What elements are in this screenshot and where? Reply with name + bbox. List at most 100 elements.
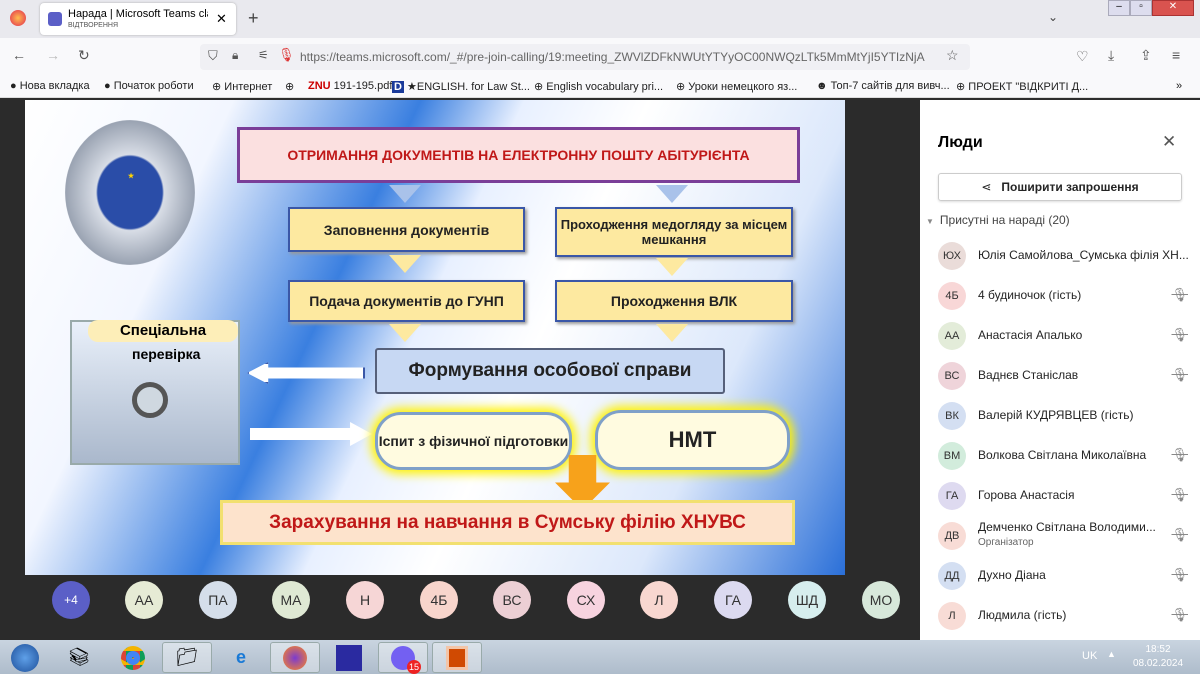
attendees-section-toggle[interactable]: ▼Присутні на нараді (20): [926, 213, 1070, 227]
pocket-icon[interactable]: ♡: [1076, 48, 1089, 64]
firefox-icon: [10, 10, 26, 26]
close-panel-icon[interactable]: ✕: [1162, 132, 1177, 151]
tab-teams[interactable]: Нарада | Microsoft Teams classic ВІДТВОР…: [40, 3, 236, 35]
close-window-button[interactable]: ✕: [1152, 0, 1194, 16]
arrow-down: [389, 255, 421, 273]
arrow-down: [656, 258, 688, 276]
internet-explorer-icon[interactable]: e: [235, 647, 246, 667]
arrow-down: [389, 324, 421, 342]
firefox-taskbar-icon[interactable]: [270, 642, 320, 673]
close-tab-icon[interactable]: ✕: [216, 11, 227, 26]
restore-button[interactable]: ▫: [1130, 0, 1152, 16]
share-icon: ⋖: [981, 180, 992, 194]
microphone-icon[interactable]: 🎙︎: [278, 47, 295, 62]
participant-avatar[interactable]: Н: [346, 581, 384, 619]
tab-title: Нарада | Microsoft Teams classic: [68, 8, 208, 20]
mic-off-icon: 🎙︎: [1171, 527, 1188, 542]
app-icon[interactable]: [324, 642, 374, 673]
more-participants-button[interactable]: +4: [52, 581, 90, 619]
viber-icon[interactable]: 15: [378, 642, 428, 674]
menu-icon[interactable]: ≡: [1172, 47, 1181, 63]
bookmark-item[interactable]: D ★ENGLISH. for Law St...: [392, 81, 530, 93]
start-button[interactable]: [0, 642, 50, 673]
bookmark-item[interactable]: ● Початок роботи: [104, 80, 194, 92]
participant-name: Анастасія Апалько: [978, 328, 1083, 342]
avatar: ЮХ: [938, 242, 966, 270]
tray-expand-icon[interactable]: ▲: [1107, 649, 1116, 659]
step-vlk: Проходження ВЛК: [555, 280, 793, 322]
bookmark-item[interactable]: ● Нова вкладка: [10, 80, 90, 92]
bookmark-label: Топ-7 сайтів для вивч...: [830, 80, 950, 92]
bookmark-item[interactable]: ⊕ Интернет: [212, 81, 273, 93]
mic-off-icon: 🎙︎: [1171, 447, 1188, 462]
step-nmt: НМТ: [595, 410, 790, 470]
arrow-right: [250, 422, 372, 446]
participant-avatar[interactable]: МО: [862, 581, 900, 619]
new-tab-button[interactable]: +: [248, 8, 259, 28]
participant-name: 4 будиночок (гість): [978, 288, 1082, 302]
participant-avatar[interactable]: Л: [640, 581, 678, 619]
star-icon[interactable]: ☆: [946, 47, 959, 63]
reload-icon[interactable]: ↻: [78, 47, 90, 63]
mic-off-icon: 🎙︎: [1171, 287, 1188, 302]
back-icon[interactable]: ←: [12, 47, 26, 63]
participant-avatar[interactable]: МА: [272, 581, 310, 619]
bookmark-item[interactable]: ⊕ Уроки немецкого яз...: [676, 81, 798, 93]
participant-avatar[interactable]: ШД: [788, 581, 826, 619]
participant-avatar[interactable]: АА: [125, 581, 163, 619]
explorer-icon[interactable]: 📁︎: [162, 642, 212, 673]
tab-list-chevron-icon[interactable]: ⌄: [1048, 10, 1059, 24]
participant-avatar[interactable]: СХ: [567, 581, 605, 619]
bookmarks-overflow-icon[interactable]: »: [1176, 80, 1183, 92]
bookmark-label: English vocabulary pri...: [546, 81, 664, 93]
permissions-icon[interactable]: ⚟: [258, 48, 269, 62]
bookmark-item[interactable]: ZNU 191-195.pdf: [308, 80, 393, 92]
winrar-icon[interactable]: 📚︎: [67, 647, 91, 667]
share-invite-label: Поширити запрошення: [1001, 180, 1139, 194]
participant-name: Валерій КУДРЯВЦЕВ (гість): [978, 408, 1134, 422]
bookmark-item[interactable]: ⊕ English vocabulary pri...: [534, 81, 664, 93]
bookmark-label: Початок роботи: [113, 80, 194, 92]
participant-name: Людмила (гість): [978, 608, 1067, 622]
minimize-button[interactable]: –: [1108, 0, 1130, 16]
magnifier-icon: [132, 382, 168, 418]
step-physical-exam: Іспит з фізичної підготовки: [375, 412, 572, 470]
forward-icon[interactable]: →: [46, 47, 60, 63]
bookmark-item[interactable]: ☻ Топ-7 сайтів для вивч...: [816, 80, 950, 92]
panel-title: Люди: [938, 134, 983, 151]
bookmark-item[interactable]: ⊕: [285, 81, 295, 93]
participant-avatar[interactable]: ВС: [493, 581, 531, 619]
powerpoint-icon[interactable]: [432, 642, 482, 673]
tab-bar: Нарада | Microsoft Teams classic ВІДТВОР…: [0, 0, 1200, 38]
download-icon[interactable]: ⤓: [1108, 47, 1115, 63]
url-text[interactable]: https://teams.microsoft.com/_#/pre-join-…: [300, 50, 925, 64]
special-check-image: Спеціальна перевірка: [70, 320, 240, 465]
participant-avatar[interactable]: ГА: [714, 581, 752, 619]
arrow-down: [389, 185, 421, 203]
bookmark-item[interactable]: ⊕ ПРОЕКТ "ВІДКРИТІ Д...: [956, 81, 1089, 93]
url-bar[interactable]: ⛉ 🔒︎ ⚟ 🎙︎ https://teams.microsoft.com/_#…: [200, 44, 970, 70]
language-indicator[interactable]: UK: [1082, 650, 1098, 662]
bookmark-label: Уроки немецкого яз...: [688, 81, 798, 93]
participant-avatar[interactable]: 4Б: [420, 581, 458, 619]
chrome-icon[interactable]: [108, 642, 158, 673]
extensions-icon[interactable]: ⇪: [1140, 47, 1152, 63]
arrow-down: [656, 324, 688, 342]
participant-avatar[interactable]: ПА: [199, 581, 237, 619]
step-submit-documents: Подача документів до ГУНП: [288, 280, 525, 322]
participant-name: Волкова Світлана Миколаївна: [978, 448, 1147, 462]
bookmark-label: Нова вкладка: [19, 80, 90, 92]
participant-name: Демченко Світлана Володими...: [978, 520, 1156, 534]
share-invite-button[interactable]: ⋖ Поширити запрошення: [938, 173, 1182, 201]
